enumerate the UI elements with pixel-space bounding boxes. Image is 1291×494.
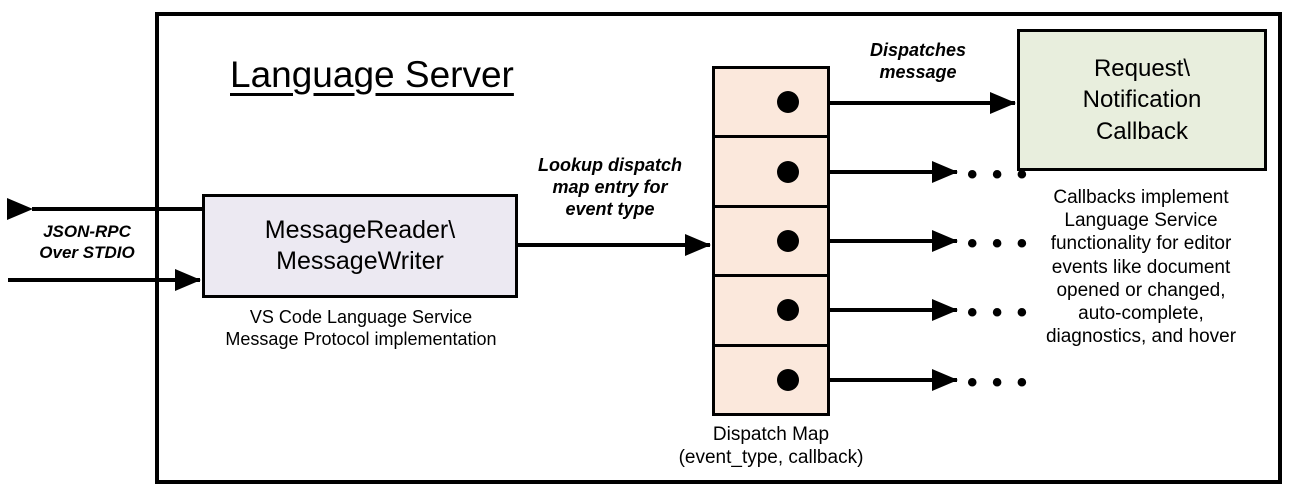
callback-description: Callbacks implement Language Service fun… bbox=[1045, 187, 1237, 348]
callback-dot-icon bbox=[777, 299, 799, 322]
page-title: Language Server bbox=[230, 54, 514, 95]
message-reader-writer-label: MessageReader\ MessageWriter bbox=[264, 215, 456, 275]
request-notification-callback-box[interactable]: Request\ Notification Callback bbox=[1017, 29, 1267, 171]
message-reader-writer-box[interactable]: MessageReader\ MessageWriter bbox=[202, 194, 518, 298]
callback-dot-icon bbox=[777, 368, 799, 391]
dispatch-map-cell-4[interactable] bbox=[715, 277, 827, 347]
transport-label: JSON-RPC Over STDIO bbox=[39, 222, 135, 262]
ellipsis-2: • • • bbox=[967, 227, 1031, 260]
dispatches-message-label: Dispatches message bbox=[869, 40, 967, 82]
dispatch-map-cell-2[interactable] bbox=[715, 138, 827, 208]
dispatch-map-caption: Dispatch Map (event_type, callback) bbox=[678, 424, 864, 469]
lookup-dispatch-label: Lookup dispatch map entry for event type bbox=[538, 155, 682, 219]
callback-dot-icon bbox=[777, 230, 799, 253]
callback-dot-icon bbox=[777, 160, 799, 183]
callback-dot-icon bbox=[777, 91, 799, 114]
dispatch-map-cell-3[interactable] bbox=[715, 208, 827, 278]
ellipsis-3: • • • bbox=[967, 296, 1031, 329]
dispatch-map-cell-5[interactable] bbox=[715, 347, 827, 413]
ellipsis-4: • • • bbox=[967, 366, 1031, 399]
dispatch-map-cell-1[interactable] bbox=[715, 69, 827, 139]
language-server-boundary bbox=[155, 12, 1282, 484]
dispatch-map-table[interactable] bbox=[712, 66, 830, 416]
request-notification-callback-label: Request\ Notification Callback bbox=[1082, 55, 1202, 145]
message-reader-writer-caption: VS Code Language Service Message Protoco… bbox=[225, 307, 497, 349]
